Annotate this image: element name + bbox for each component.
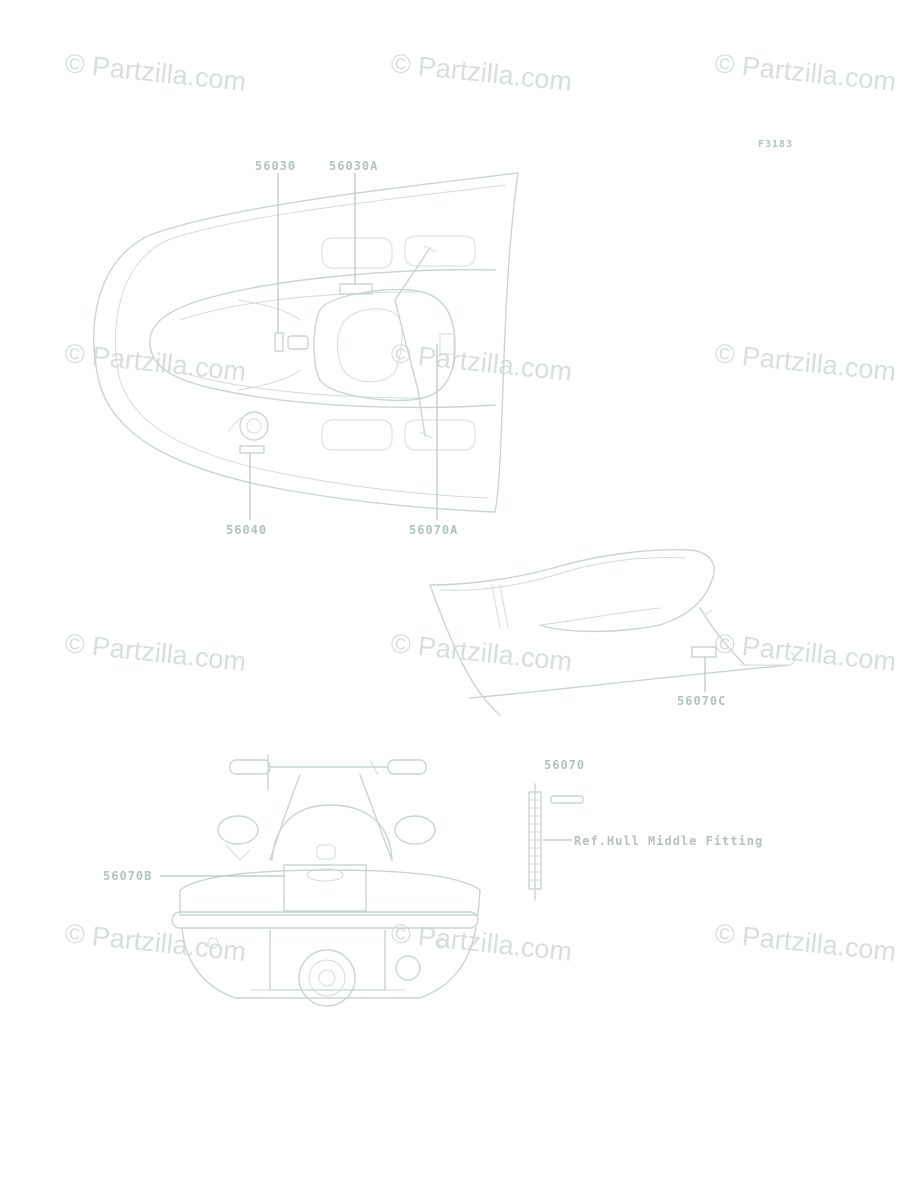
reference-note: Ref.Hull Middle Fitting — [574, 834, 763, 848]
watermark: © Partzilla.com — [713, 918, 897, 967]
side-view-drawing — [429, 548, 795, 716]
watermark: © Partzilla.com — [63, 338, 247, 387]
top-view-drawing — [93, 172, 519, 513]
watermark: © Partzilla.com — [389, 628, 573, 677]
watermark: © Partzilla.com — [713, 338, 897, 387]
watermark: © Partzilla.com — [713, 48, 897, 97]
part-label-56030: 56030 — [255, 159, 296, 173]
watermark: © Partzilla.com — [63, 48, 247, 97]
watermark: © Partzilla.com — [63, 628, 247, 677]
figure-code: F3183 — [758, 139, 793, 150]
part-label-56040: 56040 — [226, 523, 267, 537]
watermark: © Partzilla.com — [63, 918, 247, 967]
part-label-56030A: 56030A — [329, 159, 378, 173]
watermark: © Partzilla.com — [389, 338, 573, 387]
decal-detail-drawing — [528, 783, 584, 901]
rear-view-drawing — [171, 754, 481, 1007]
part-label-56070: 56070 — [544, 758, 585, 772]
part-label-56070A: 56070A — [409, 523, 458, 537]
watermark-layer: © Partzilla.com © Partzilla.com © Partzi… — [63, 48, 897, 967]
part-label-56070B: 56070B — [103, 869, 152, 883]
watermark: © Partzilla.com — [389, 48, 573, 97]
part-label-56070C: 56070C — [677, 694, 726, 708]
